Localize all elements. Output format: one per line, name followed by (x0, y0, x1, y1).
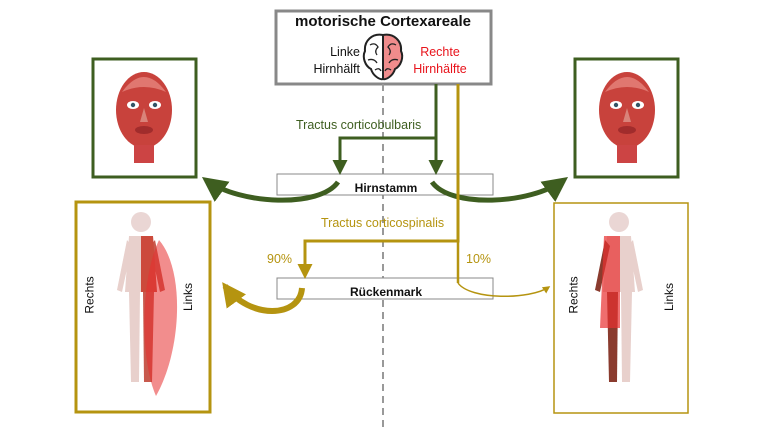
cortex-title: motorische Cortexareale (295, 13, 471, 30)
brainstem-to-left-face-arrow (201, 177, 341, 203)
spinal-cord-box (276, 277, 494, 300)
left-body-rechts-label: Rechts (82, 276, 97, 314)
corticospinal-label: Tractus corticospinalis (321, 216, 445, 230)
left-body-figure (117, 212, 178, 396)
spinal-to-right-body-arrow (457, 282, 551, 298)
left-face-muscle-image (116, 72, 172, 163)
spinal-cord-label: Rückenmark (349, 285, 423, 299)
corticobulbar-tract (332, 84, 438, 175)
corticobulbar-label: Tractus corticobulbaris (296, 118, 422, 132)
right-body-highlight (600, 236, 620, 328)
left-body-links-label: Links (181, 282, 196, 312)
brain-icon (362, 33, 404, 81)
right-face-muscle-image (599, 72, 655, 163)
brainstem-to-right-face-arrow (429, 177, 569, 203)
right-body-links-label: Links (662, 282, 677, 312)
percent-contralateral: 90% (267, 252, 293, 266)
left-body-highlight (144, 240, 178, 396)
brainstem-label: Hirnstamm (354, 181, 418, 195)
spinal-to-left-body-arrow (222, 282, 305, 314)
right-body-figure (595, 212, 643, 382)
percent-ipsilateral: 10% (466, 252, 492, 266)
right-body-rechts-label: Rechts (566, 276, 581, 314)
corticospinal-tract (297, 84, 460, 279)
